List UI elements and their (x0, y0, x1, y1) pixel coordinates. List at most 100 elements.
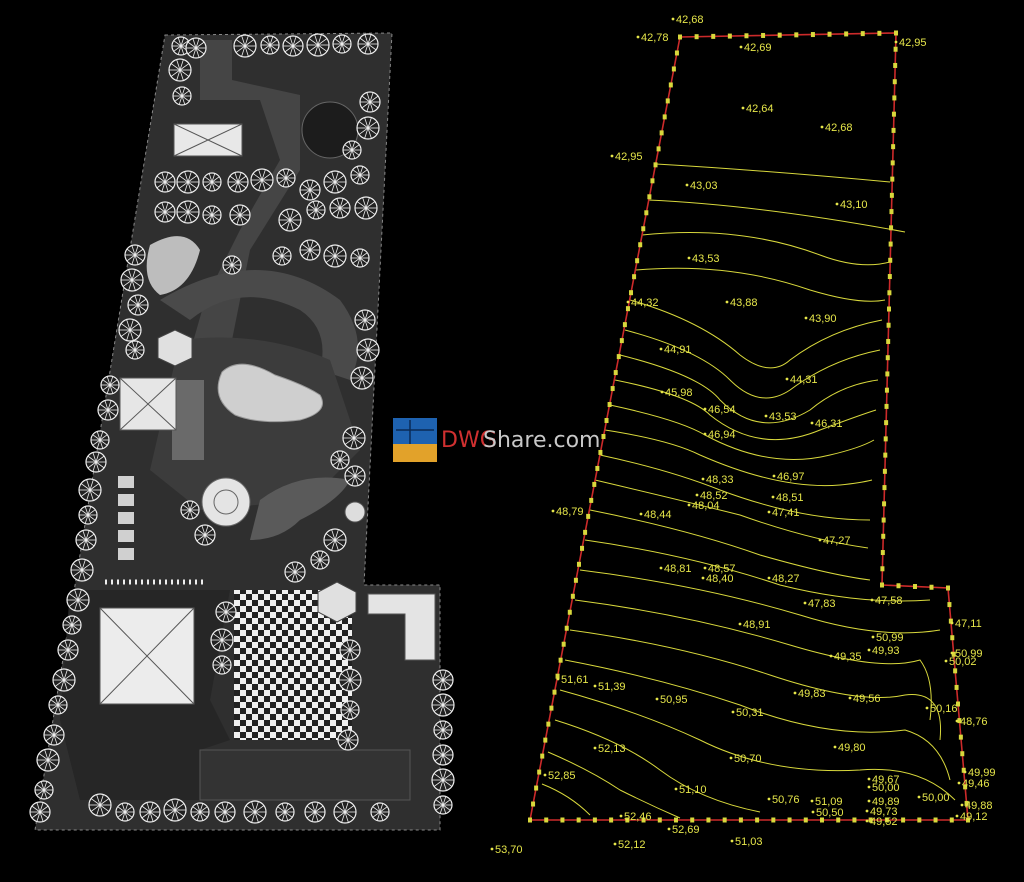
contour-line (564, 659, 951, 781)
boundary-marker (706, 817, 711, 823)
contour-line (624, 329, 881, 399)
contour-line (559, 689, 956, 801)
survey-point-dot (833, 745, 837, 749)
survey-point-dot (820, 125, 824, 129)
survey-point-dot (867, 648, 871, 652)
tree-symbol (215, 601, 237, 623)
contour-line (635, 267, 886, 302)
boundary-marker (887, 274, 892, 280)
tree-symbol (278, 208, 302, 232)
tree-symbol (354, 196, 378, 220)
tree-symbol (172, 86, 192, 106)
tree-symbol (97, 399, 119, 421)
boundary-marker (954, 684, 959, 690)
boundary-marker (966, 817, 970, 823)
tree-symbol (118, 318, 142, 342)
elevation-label: 51,61 (561, 674, 589, 686)
elevation-label: 52,46 (624, 811, 652, 823)
boundary-marker (583, 529, 588, 535)
survey-point-dot (655, 697, 659, 701)
boundary-marker (889, 209, 894, 215)
survey-point-dot (660, 390, 664, 394)
tree-symbol (202, 205, 222, 225)
boundary-marker (662, 114, 667, 120)
tree-symbol (432, 669, 454, 691)
elevation-label: 42,78 (641, 32, 669, 44)
survey-point-dot (803, 601, 807, 605)
tree-symbol (338, 668, 362, 692)
elevation-label: 49,12 (960, 811, 988, 823)
survey-point-dot (917, 795, 921, 799)
tree-symbol (124, 244, 146, 266)
elevation-label: 42,68 (676, 14, 704, 26)
boundary-marker (852, 817, 857, 823)
watermark-domain: Share.com (483, 428, 600, 453)
tree-symbol (88, 793, 112, 817)
elevation-label: 49,83 (798, 688, 826, 700)
elevation-label: 49,73 (870, 806, 898, 818)
bench-blocks (118, 476, 134, 560)
boundary-marker (635, 258, 640, 264)
survey-point-dot (731, 710, 735, 714)
contour-line (604, 429, 873, 487)
elevation-label: 50,00 (922, 792, 950, 804)
survey-point-dot (659, 566, 663, 570)
boundary-marker (671, 66, 676, 72)
survey-point-dot (960, 803, 964, 807)
boundary-marker (860, 31, 865, 37)
contour-line (589, 509, 871, 581)
elevation-label: 46,94 (708, 429, 736, 441)
elevation-label: 48,79 (556, 506, 584, 518)
fountain-round (201, 477, 251, 527)
boundary-marker (888, 241, 893, 247)
boundary-marker (607, 402, 612, 408)
contour-line (541, 783, 591, 816)
tree-symbol (85, 451, 107, 473)
survey-point-dot (865, 819, 869, 823)
boundary-marker (560, 817, 565, 823)
survey-point-dot (738, 622, 742, 626)
tree-symbol (260, 35, 280, 55)
elevation-label: 49,46 (962, 778, 990, 790)
boundary-marker (892, 95, 897, 101)
tree-symbol (350, 165, 370, 185)
elevation-label: 52,85 (548, 770, 576, 782)
tree-symbol (214, 801, 236, 823)
tree-symbol (282, 35, 304, 57)
tree-symbol (339, 639, 361, 661)
contour-line (609, 404, 875, 460)
tree-symbol (433, 720, 453, 740)
boundary-marker (738, 817, 743, 823)
boundary-marker (641, 226, 646, 232)
survey-point-dot (613, 842, 617, 846)
tree-symbol (357, 33, 379, 55)
survey-point-dot (870, 598, 874, 602)
tree-symbol (29, 801, 51, 823)
tree-symbol (304, 801, 326, 823)
elevation-label: 48,91 (743, 619, 771, 631)
boundary-marker (886, 338, 891, 344)
tree-symbol (323, 528, 347, 552)
boundary-marker (616, 354, 621, 360)
elevation-label: 46,31 (815, 418, 843, 430)
boundary-marker (958, 734, 963, 740)
boundary-marker (534, 785, 539, 791)
survey-point-dot (767, 510, 771, 514)
tree-symbol (222, 255, 242, 275)
elevation-label: 43,53 (769, 411, 797, 423)
boundary-marker (881, 517, 886, 523)
elevation-label: 48,27 (772, 573, 800, 585)
survey-point-dot (767, 576, 771, 580)
boundary-marker (953, 668, 958, 674)
tree-symbol (329, 197, 351, 219)
elevation-label: 47,41 (772, 507, 800, 519)
survey-point-dot (687, 503, 691, 507)
survey-point-dot (950, 621, 954, 625)
boundary-marker (892, 79, 897, 85)
survey-point-dot (729, 756, 733, 760)
boundary-marker (896, 583, 901, 589)
elevation-label: 48,40 (706, 573, 734, 585)
boundary-marker (622, 322, 627, 328)
tree-symbol (127, 294, 149, 316)
elevation-label: 48,52 (700, 490, 728, 502)
